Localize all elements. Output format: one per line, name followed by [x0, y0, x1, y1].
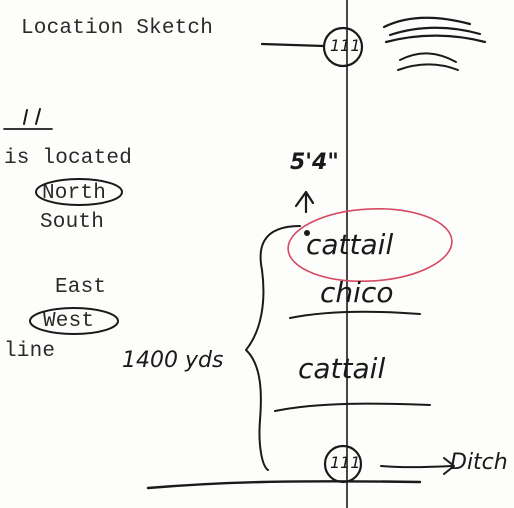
option-west: West — [43, 310, 95, 333]
depth-label: 5'4" — [290, 150, 339, 175]
north-circle — [35, 178, 123, 206]
ditch-arrow-icon — [380, 457, 455, 475]
distance-brace — [245, 225, 301, 471]
layer-line-2 — [274, 402, 431, 412]
layer-line-1 — [289, 310, 421, 319]
is-located-text: is located — [4, 147, 133, 170]
layer-chico: chico — [320, 276, 394, 309]
scribble-out-mark-2 — [397, 52, 459, 71]
line-label: line — [4, 340, 56, 363]
location-sketch-title: Location Sketch — [21, 17, 214, 40]
option-south: South — [40, 211, 105, 234]
depth-arrow-icon — [294, 190, 315, 214]
west-circle — [29, 307, 119, 335]
title-pointer-line — [260, 42, 326, 48]
option-north: North — [42, 182, 107, 205]
number-marks — [23, 108, 41, 125]
layer-cattail-bottom: cattail — [298, 352, 386, 385]
station-top-label: 111 — [330, 36, 361, 55]
scribble-out-mark — [382, 16, 487, 44]
ditch-label: Ditch — [450, 450, 508, 475]
ground-line — [146, 480, 422, 490]
layer-cattail-top: cattail — [306, 228, 394, 261]
option-east: East — [55, 276, 107, 299]
distance-label: 1400 yds — [122, 348, 224, 373]
station-top-circle — [322, 26, 364, 68]
marker-dot — [304, 230, 310, 236]
station-bottom-label: 111 — [330, 453, 361, 472]
cattail-highlight-circle — [287, 207, 453, 283]
